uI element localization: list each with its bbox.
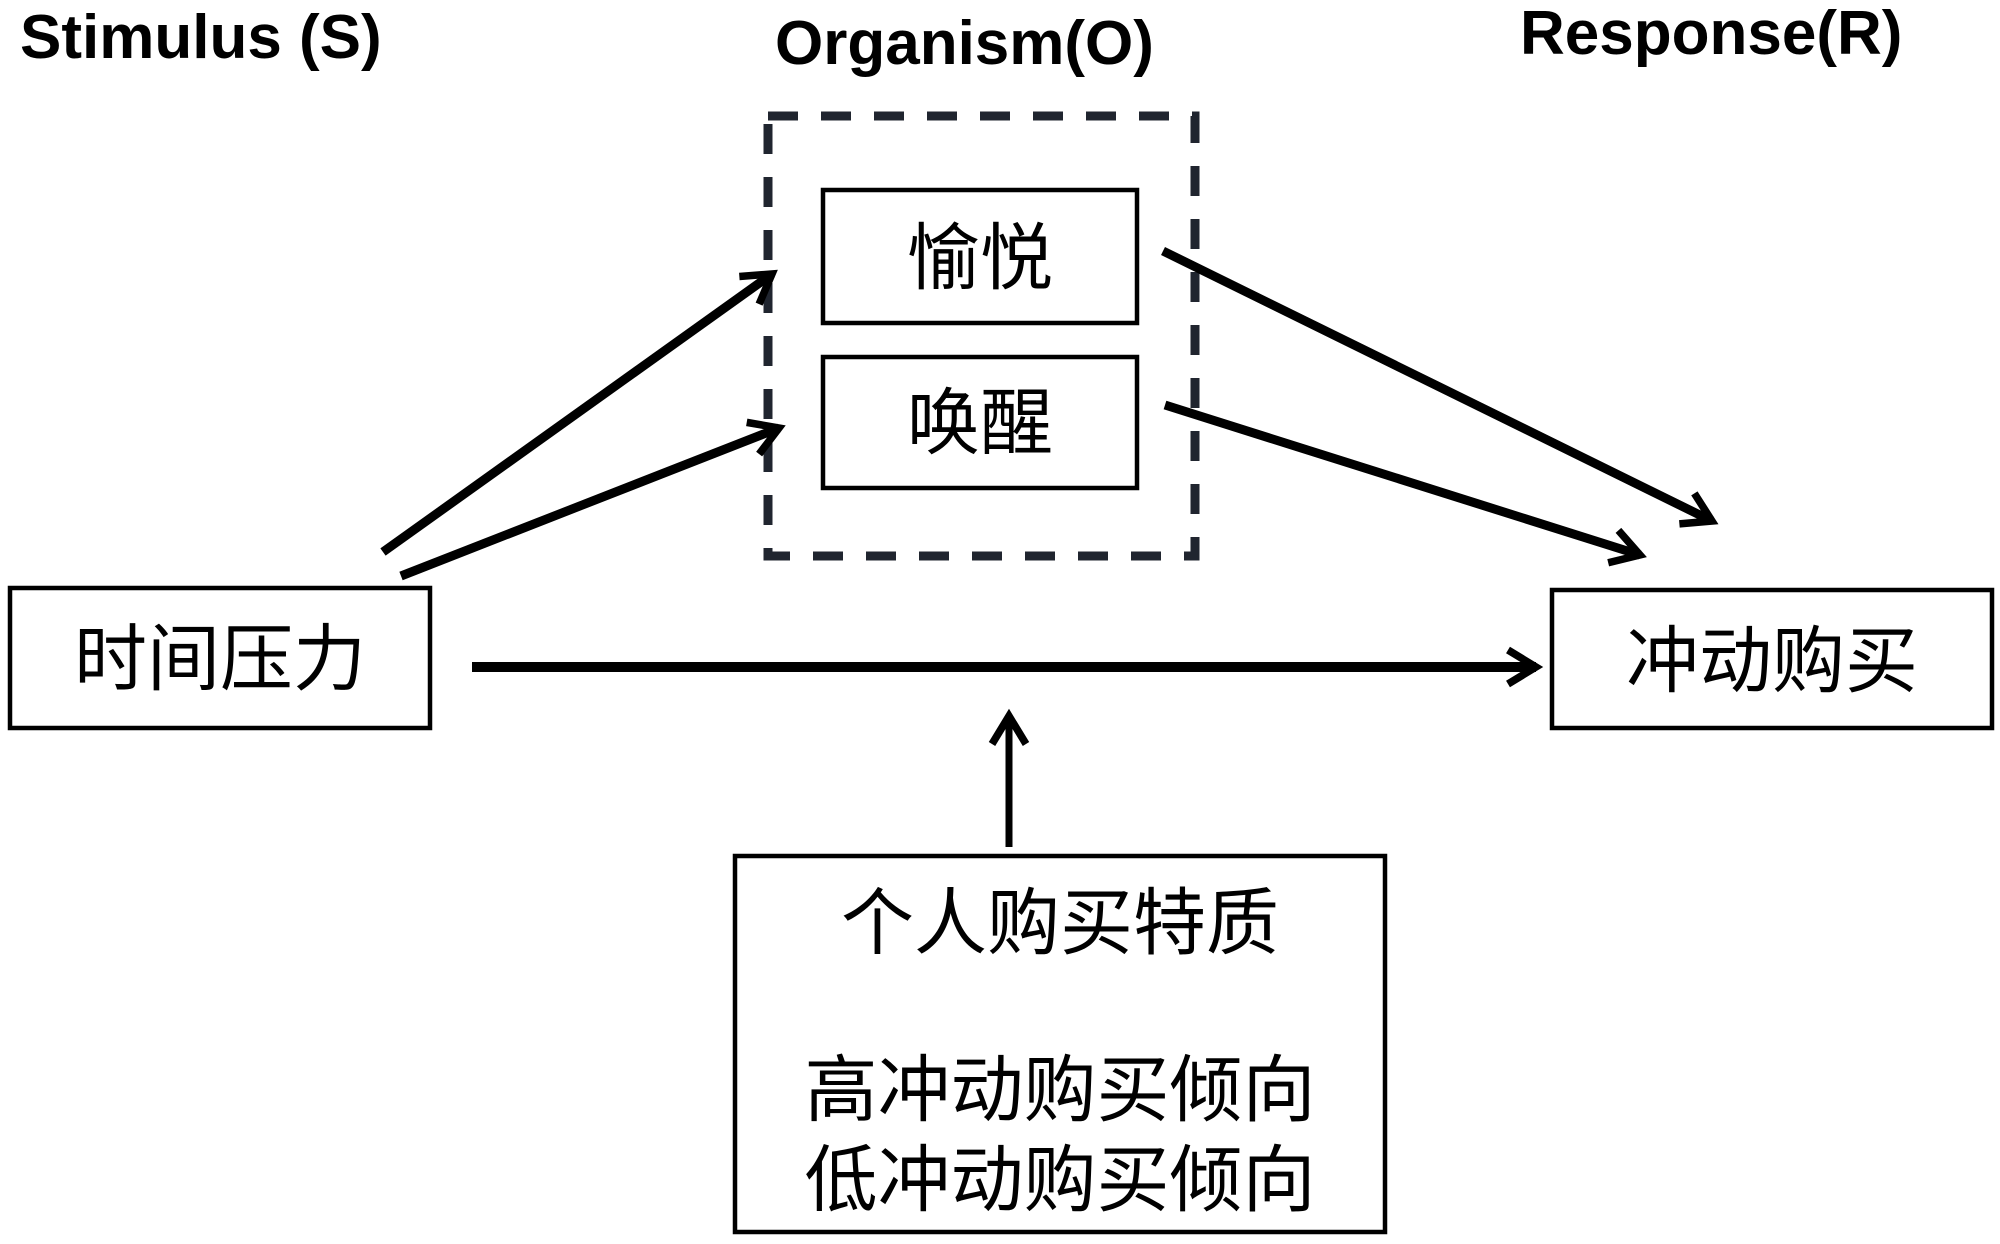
arousal-label: 唤醒 bbox=[907, 381, 1053, 466]
impulse-buying-label: 冲动购买 bbox=[1626, 619, 1918, 704]
arrow-stimulus-to-pleasure bbox=[380, 269, 778, 556]
response-section-label: Response(R) bbox=[1520, 0, 1902, 68]
moderator-box bbox=[732, 853, 1388, 1235]
moderator-title-label: 个人购买特质 bbox=[841, 881, 1279, 966]
pleasure-box bbox=[820, 187, 1140, 326]
stimulus-section-label: Stimulus (S) bbox=[20, 3, 382, 72]
arousal-box bbox=[820, 354, 1140, 491]
time-pressure-label: 时间压力 bbox=[74, 617, 366, 702]
impulse-buying-box bbox=[1549, 587, 1995, 731]
pleasure-label: 愉悦 bbox=[907, 216, 1053, 301]
arrow-stimulus-to-arousal bbox=[399, 418, 786, 581]
moderator-low-tendency-label: 低冲动购买倾向 bbox=[805, 1138, 1316, 1223]
moderator-high-tendency-label: 高冲动购买倾向 bbox=[805, 1048, 1316, 1133]
organism-dashed-box bbox=[763, 111, 1200, 561]
arrow-pleasure-to-response bbox=[1161, 246, 1719, 528]
organism-section-label: Organism(O) bbox=[775, 9, 1154, 78]
arrow-arousal-to-response bbox=[1163, 400, 1647, 567]
time-pressure-box bbox=[7, 585, 433, 731]
